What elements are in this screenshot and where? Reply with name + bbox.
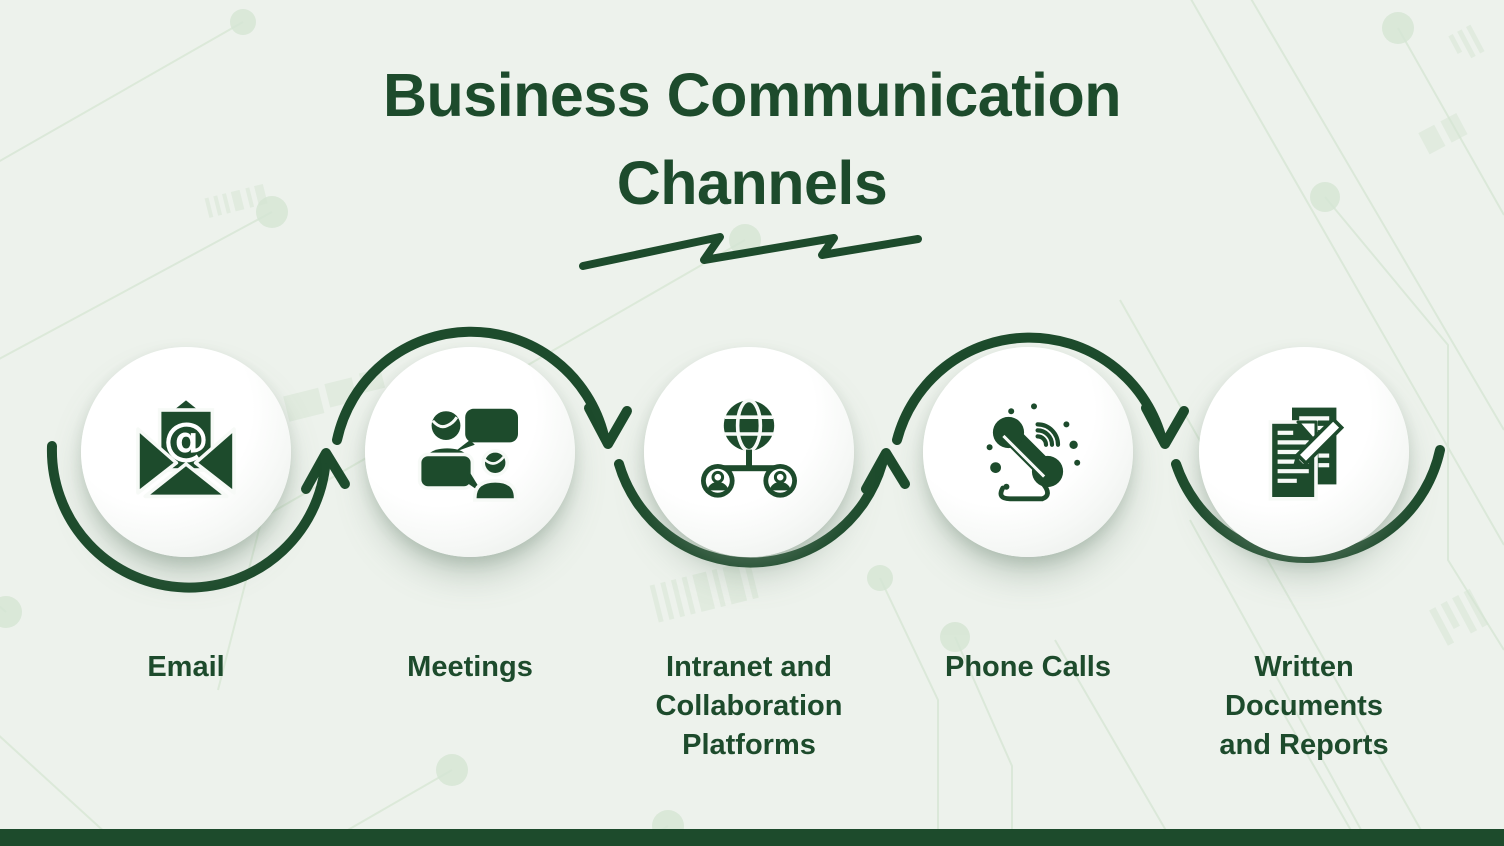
channel-circle-documents: [1199, 347, 1409, 557]
zigzag-underline-decoration: [579, 233, 922, 270]
arrowhead-down-1: [584, 403, 632, 449]
globe-network-icon: [701, 398, 797, 498]
arrowhead-up-2: [861, 448, 910, 494]
people-chat-icon: [417, 408, 518, 502]
documents-pen-icon: [1268, 407, 1345, 501]
channel-label-documents: Written Documents and Reports: [1219, 651, 1389, 762]
channel-label-phone: Phone Calls: [945, 651, 1111, 683]
channel-label-meetings: Meetings: [407, 651, 533, 683]
email-envelope-icon: @: [136, 400, 236, 499]
channel-circle-intranet: [644, 347, 854, 557]
page-title-line2: Channels: [616, 148, 888, 217]
telephone-handset-icon: [986, 403, 1081, 502]
channel-label-email: Email: [147, 651, 225, 683]
channel-circle-phone: [923, 347, 1133, 557]
page-title-line1: Business Communication: [382, 61, 1122, 129]
channel-label-intranet: Intranet and Collaboration Platforms: [655, 651, 843, 762]
arrowhead-down-2: [1141, 403, 1189, 449]
page-title: Business Communication Channels: [0, 52, 1504, 228]
channel-circle-meetings: [365, 347, 575, 557]
footer-bar: [0, 829, 1504, 846]
channel-circle-email: @: [81, 347, 291, 557]
